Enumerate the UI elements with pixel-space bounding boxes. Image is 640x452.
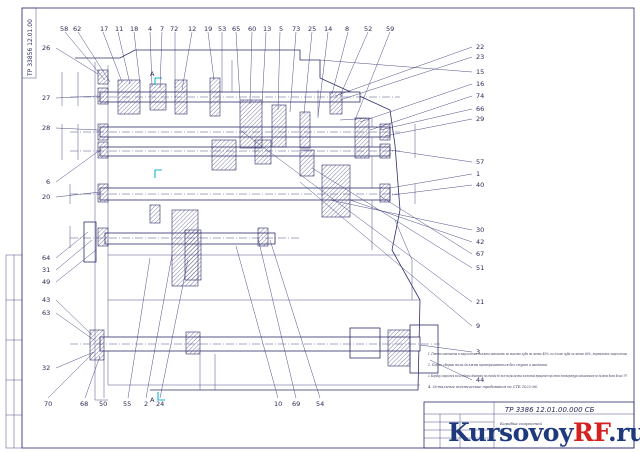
pos-label: 66 xyxy=(476,105,484,113)
pos-label: 60 xyxy=(248,25,256,33)
pos-label: 13 xyxy=(263,25,271,33)
pos-label: 58 xyxy=(60,25,68,33)
pos-label: 44 xyxy=(476,376,484,384)
pos-label: 20 xyxy=(42,193,50,201)
pos-label: 68 xyxy=(80,400,88,408)
pos-label: 3 xyxy=(476,348,480,356)
pos-label: 73 xyxy=(292,25,300,33)
pos-label: 4 xyxy=(148,25,152,33)
position-numbers-top: 58 62 17 11 18 4 7 72 12 19 53 65 60 13 … xyxy=(60,25,394,33)
pos-label: 19 xyxy=(204,25,212,33)
pos-label: 8 xyxy=(345,25,349,33)
pos-label: 51 xyxy=(476,264,484,272)
note-line: 4. Остальные технические требования по С… xyxy=(427,384,538,389)
pos-label: 30 xyxy=(476,226,484,234)
note-line: 3. Коробку скоростей после сборки обката… xyxy=(428,373,628,378)
pos-label: 25 xyxy=(308,25,316,33)
pos-label: 2 xyxy=(144,400,148,408)
pos-label: 57 xyxy=(476,158,484,166)
position-numbers-bottom: 70 68 50 55 2 24 10 69 54 xyxy=(44,400,324,408)
position-numbers-right: 22 23 15 16 74 66 29 57 1 40 30 42 67 51… xyxy=(476,43,484,384)
sheet-frame xyxy=(21,7,635,449)
pos-label: 28 xyxy=(42,124,50,132)
pos-label: 18 xyxy=(130,25,138,33)
drawing-number: ТР 3386 12.01.00.000 СБ xyxy=(505,406,595,414)
leader-lines xyxy=(47,31,473,399)
side-code-box xyxy=(21,7,37,79)
pos-label: 12 xyxy=(188,25,196,33)
pos-label: 67 xyxy=(476,250,484,258)
pos-label: 70 xyxy=(44,400,52,408)
bearings-left xyxy=(83,69,109,361)
watermark-part1: Kursovoy xyxy=(448,418,574,447)
pos-label: 74 xyxy=(476,92,484,100)
binding-strip-grid xyxy=(6,255,22,448)
pos-label: 24 xyxy=(156,400,164,408)
position-numbers-left: 26 27 28 6 20 64 31 49 43 63 32 xyxy=(42,44,50,372)
pos-label: 65 xyxy=(232,25,240,33)
pos-label: 11 xyxy=(115,25,123,33)
note-line: 2. После сборки валы должны проворачиват… xyxy=(427,362,548,367)
pos-label: 62 xyxy=(73,25,81,33)
pos-label: 16 xyxy=(476,80,484,88)
fit-callouts xyxy=(61,60,416,390)
pos-label: 21 xyxy=(476,298,484,306)
pos-label: 7 xyxy=(160,25,164,33)
pos-label: 15 xyxy=(476,68,484,76)
section-markers xyxy=(154,77,165,401)
title-block: ТР 3386 12.01.00.000 СБ Коробка скоросте… xyxy=(423,401,635,449)
pos-label: 40 xyxy=(476,181,484,189)
gears xyxy=(117,77,370,287)
drawing-caption: Коробка скоростей xyxy=(499,421,542,426)
technical-notes: 1. Пятно контакта в зацеплении должно за… xyxy=(427,351,628,389)
pos-label: 26 xyxy=(42,44,50,52)
pos-label: 32 xyxy=(42,364,50,372)
watermark-part3: .ru xyxy=(608,418,640,447)
bearings-right xyxy=(185,123,439,374)
pos-label: 43 xyxy=(42,296,50,304)
pos-label: 6 xyxy=(46,178,50,186)
watermark-part2: RF xyxy=(573,418,609,447)
note-line: 1. Пятно контакта в зацеплении должно за… xyxy=(428,351,628,356)
pos-label: 17 xyxy=(100,25,108,33)
pos-label: 72 xyxy=(170,25,178,33)
pos-label: 1 xyxy=(476,170,480,178)
side-code: ТР 33856 12.01.00 xyxy=(27,19,34,77)
pos-label: 63 xyxy=(42,309,50,317)
pos-label: 14 xyxy=(324,25,332,33)
pos-label: 64 xyxy=(42,254,50,262)
pos-label: 52 xyxy=(364,25,372,33)
pos-label: 9 xyxy=(476,322,480,330)
pos-label: 23 xyxy=(476,53,484,61)
pos-label: 54 xyxy=(316,400,324,408)
pos-label: 49 xyxy=(42,278,50,286)
section-mark-bottom: A xyxy=(150,396,155,404)
pos-label: 59 xyxy=(386,25,394,33)
gearbox-housing xyxy=(75,49,421,401)
pos-label: 22 xyxy=(476,43,484,51)
pos-label: 5 xyxy=(279,25,283,33)
pos-label: 29 xyxy=(476,115,484,123)
pos-label: 55 xyxy=(123,400,131,408)
pos-label: 27 xyxy=(42,94,50,102)
section-mark-top: A xyxy=(150,70,155,78)
pos-label: 42 xyxy=(476,238,484,246)
pos-label: 53 xyxy=(218,25,226,33)
pos-label: 31 xyxy=(42,266,50,274)
watermark-logo: KursovoyRF.ru xyxy=(448,418,640,447)
pos-label: 10 xyxy=(274,400,282,408)
pos-label: 69 xyxy=(292,400,300,408)
pos-label: 50 xyxy=(99,400,107,408)
